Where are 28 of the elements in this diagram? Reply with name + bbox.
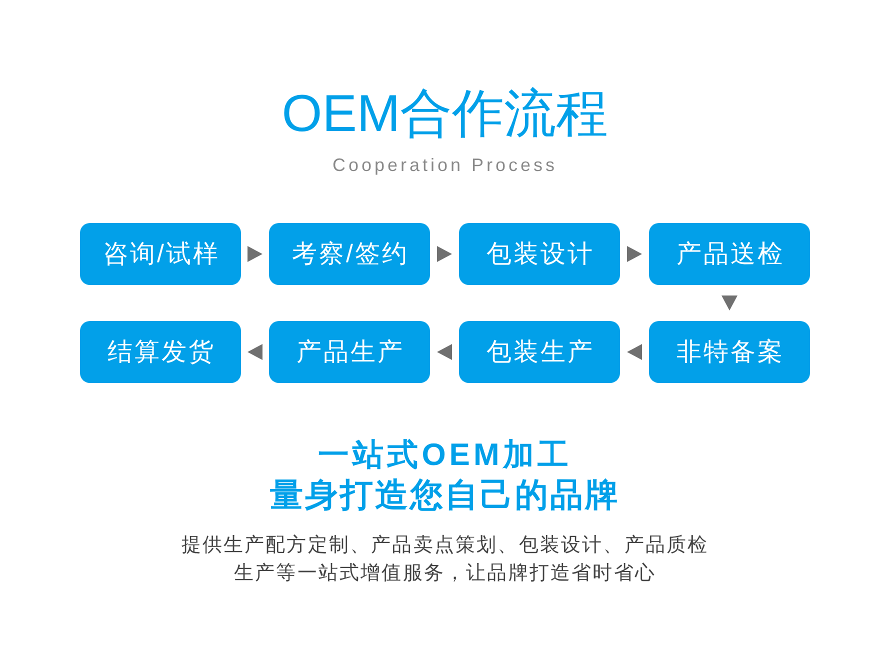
step-label: 包装生产 — [486, 337, 594, 367]
process-box — [80, 223, 241, 285]
process-box — [269, 321, 430, 383]
process-box — [649, 223, 810, 285]
arrow — [248, 344, 262, 360]
process-box — [269, 223, 430, 285]
slogan: 量身打造您自己的品牌 — [270, 475, 620, 515]
process-box — [459, 223, 620, 285]
step-label: 包装设计 — [486, 239, 594, 269]
process-box — [80, 321, 241, 383]
arrow — [627, 344, 642, 360]
process-box — [649, 321, 810, 383]
arrow — [437, 344, 452, 360]
arrow — [722, 296, 738, 310]
description-text: 提供生产配方定制、产品卖点策划、包装设计、产品质检生产等一站式增值服务，让品牌打造省时省心 — [180, 533, 710, 586]
slogan: 一站式OEM加工 — [318, 436, 572, 474]
arrow — [627, 246, 642, 262]
arrow — [437, 246, 452, 262]
title: OEM合作流程 — [282, 84, 608, 145]
step-label: 产品生产 — [296, 337, 404, 367]
subtitle: Cooperation Process — [332, 154, 558, 177]
step-label: 结算发货 — [106, 337, 216, 367]
process-box — [459, 321, 620, 383]
step-label: 非特备案 — [676, 337, 784, 367]
step-label: 咨询/试样 — [102, 239, 220, 269]
step-label: 产品送检 — [676, 239, 784, 269]
arrow — [248, 246, 262, 262]
step-label: 考察/签约 — [291, 239, 409, 269]
